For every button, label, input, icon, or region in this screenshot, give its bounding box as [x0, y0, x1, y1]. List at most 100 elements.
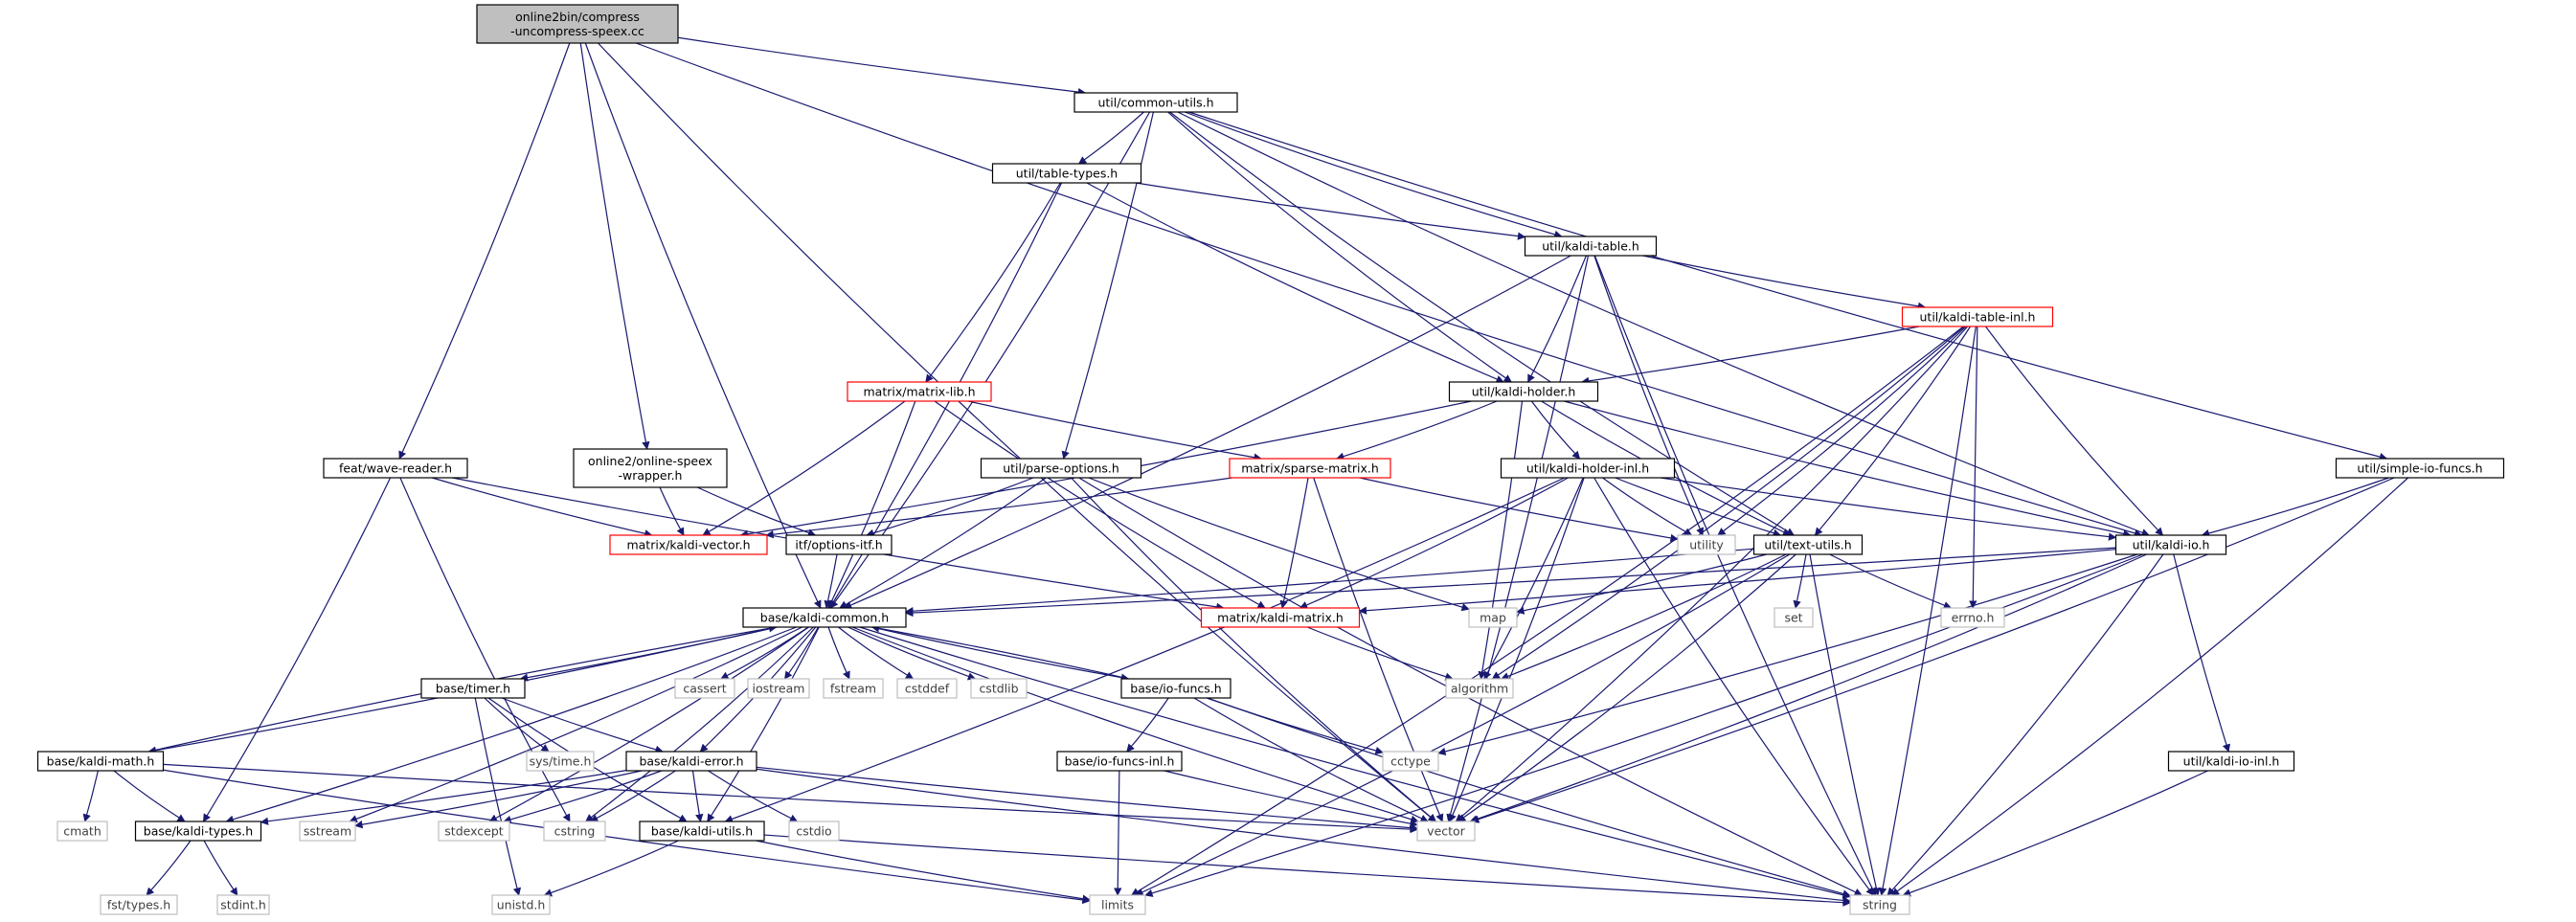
node-text-utils[interactable]: util/text-utils.h	[1752, 534, 1864, 555]
node-kaldi-matrix[interactable]: matrix/kaldi-matrix.h	[1200, 607, 1361, 628]
node-label: sys/time.h	[530, 754, 592, 769]
edge-kaldi_common-to-io_funcs	[871, 626, 1130, 682]
node-label: -wrapper.h	[619, 468, 683, 483]
node-common-utils[interactable]: util/common-utils.h	[1073, 92, 1238, 113]
node-box	[1073, 92, 1238, 113]
node-label: limits	[1101, 898, 1134, 912]
edge-kaldi_table_inl-to-utility	[1717, 326, 1967, 536]
node-label: base/kaldi-error.h	[639, 754, 743, 769]
node-box	[1774, 607, 1814, 628]
node-box	[100, 894, 178, 915]
node-kaldi-types[interactable]: base/kaldi-types.h	[134, 821, 262, 842]
node-box	[1200, 607, 1361, 628]
node-label: -uncompress-speex.cc	[510, 24, 644, 38]
node-box	[785, 534, 893, 555]
node-sstream: sstream	[299, 821, 356, 842]
node-algorithm: algorithm	[1445, 678, 1514, 699]
node-kaldi-io[interactable]: util/kaldi-io.h	[2114, 534, 2227, 555]
node-simple-io[interactable]: util/simple-io-funcs.h	[2335, 458, 2505, 479]
node-io-funcs[interactable]: base/io-funcs.h	[1120, 678, 1232, 699]
node-timer[interactable]: base/timer.h	[420, 678, 526, 699]
node-kaldi-table[interactable]: util/kaldi-table.h	[1524, 236, 1658, 257]
node-label: base/kaldi-common.h	[760, 611, 889, 625]
node-fst-types: fst/types.h	[100, 894, 178, 915]
node-box	[2335, 458, 2505, 479]
node-label: base/kaldi-types.h	[144, 824, 253, 839]
node-matrix-lib[interactable]: matrix/matrix-lib.h	[847, 381, 992, 402]
edge-kaldi_error-to-vector	[756, 766, 1418, 832]
edge-sparse_matrix-to-vector	[1313, 477, 1444, 822]
node-label: online2bin/compress	[515, 10, 640, 24]
edge-common_utils-to-kaldi_io	[1177, 111, 2150, 537]
edge-kaldi_holder-to-sparse_matrix	[1336, 400, 1498, 461]
node-label: string	[1863, 898, 1897, 912]
node-box	[1056, 751, 1183, 772]
edge-kaldi_table_inl-to-vector	[1455, 326, 1969, 822]
node-box	[1849, 894, 1910, 915]
node-label: iostream	[753, 682, 805, 696]
node-fstream: fstream	[823, 678, 884, 699]
edge-kaldi_holder-to-kaldi_io	[1564, 400, 2132, 538]
node-options-itf[interactable]: itf/options-itf.h	[785, 534, 893, 555]
node-label: cstring	[554, 824, 596, 839]
node-label: cstddef	[905, 682, 950, 696]
node-online-speex[interactable]: online2/online-speex-wrapper.h	[573, 448, 728, 488]
node-iostream: iostream	[747, 678, 810, 699]
node-root[interactable]: online2bin/compress-uncompress-speex.cc	[476, 4, 679, 44]
edge-io_funcs-to-cctype	[1207, 697, 1384, 755]
node-kaldi-table-inl[interactable]: util/kaldi-table-inl.h	[1901, 306, 2054, 327]
node-table-types[interactable]: util/table-types.h	[991, 163, 1142, 184]
node-label: util/kaldi-io.h	[2133, 538, 2210, 552]
edge-kaldi_table_inl-to-limits	[1130, 326, 1964, 896]
edge-kaldi_common-to-kaldi_types	[225, 626, 797, 823]
node-sparse-matrix[interactable]: matrix/sparse-matrix.h	[1229, 458, 1391, 479]
edge-root-to-online_speex	[579, 42, 650, 450]
edge-kaldi_holder_inl-to-kaldi_io	[1661, 477, 2117, 541]
edge-matrix_lib-to-sparse_matrix	[967, 400, 1262, 461]
node-kaldi-math[interactable]: base/kaldi-math.h	[36, 751, 165, 772]
edge-kaldi_io-to-kaldi_io_inl	[2173, 553, 2230, 753]
edge-kaldi_io-to-kaldi_matrix	[1358, 549, 2116, 615]
edge-text_utils-to-vector	[1457, 553, 1796, 822]
edge-text_utils-to-limits	[1135, 553, 1791, 896]
node-parse-options[interactable]: util/parse-options.h	[980, 458, 1142, 479]
node-kaldi-common[interactable]: base/kaldi-common.h	[742, 607, 907, 628]
edge-kaldi_table-to-string	[1593, 255, 1877, 896]
node-kaldi-utils[interactable]: base/kaldi-utils.h	[639, 821, 765, 842]
node-box	[847, 381, 992, 402]
node-box	[1940, 607, 2005, 628]
node-box	[1120, 678, 1232, 699]
edge-kaldi_error-to-kaldi_types	[260, 770, 627, 825]
node-label: cstdio	[796, 824, 831, 839]
edge-kaldi_error-to-sstream	[354, 770, 643, 829]
node-label: errno.h	[1952, 611, 1995, 625]
node-wave-reader[interactable]: feat/wave-reader.h	[323, 458, 468, 479]
node-io-funcs-inl[interactable]: base/io-funcs-inl.h	[1056, 751, 1183, 772]
node-kaldi-error[interactable]: base/kaldi-error.h	[625, 751, 757, 772]
node-kaldi-holder[interactable]: util/kaldi-holder.h	[1448, 381, 1599, 402]
edge-kaldi_io-to-limits	[1144, 553, 2143, 897]
edge-simple_io-to-kaldi_io	[2201, 477, 2389, 538]
edge-kaldi_table_inl-to-kaldi_io	[1985, 326, 2164, 536]
node-kaldi-holder-inl[interactable]: util/kaldi-holder-inl.h	[1500, 458, 1676, 479]
edge-kaldi_io-to-cctype	[1437, 553, 2138, 755]
node-label: util/text-utils.h	[1764, 538, 1851, 552]
edge-text_utils-to-kaldi_common	[905, 548, 1754, 616]
node-label: cmath	[63, 824, 102, 839]
node-box	[420, 678, 526, 699]
node-box	[970, 678, 1028, 699]
edge-options_itf-to-kaldi_common	[824, 553, 838, 609]
edge-kaldi_io-to-vector	[1469, 553, 2147, 823]
node-label: cassert	[683, 682, 726, 696]
node-kaldi-io-inl[interactable]: util/kaldi-io-inl.h	[2167, 751, 2295, 772]
edge-kaldi_table-to-utility	[1593, 255, 1704, 536]
node-kaldi-vector[interactable]: matrix/kaldi-vector.h	[609, 534, 768, 555]
edge-common_utils-to-table_types	[1077, 111, 1144, 165]
edge-kaldi_common-to-vector	[851, 626, 1419, 823]
edge-kaldi_holder-to-kaldi_holder_inl	[1530, 400, 1581, 460]
edge-io_funcs_inl-to-limits	[1114, 770, 1122, 896]
edge-kaldi_holder_inl-to-utility	[1602, 477, 1693, 536]
edge-table_types-to-kaldi_table	[1135, 182, 1526, 240]
node-label: util/kaldi-holder.h	[1472, 385, 1576, 399]
